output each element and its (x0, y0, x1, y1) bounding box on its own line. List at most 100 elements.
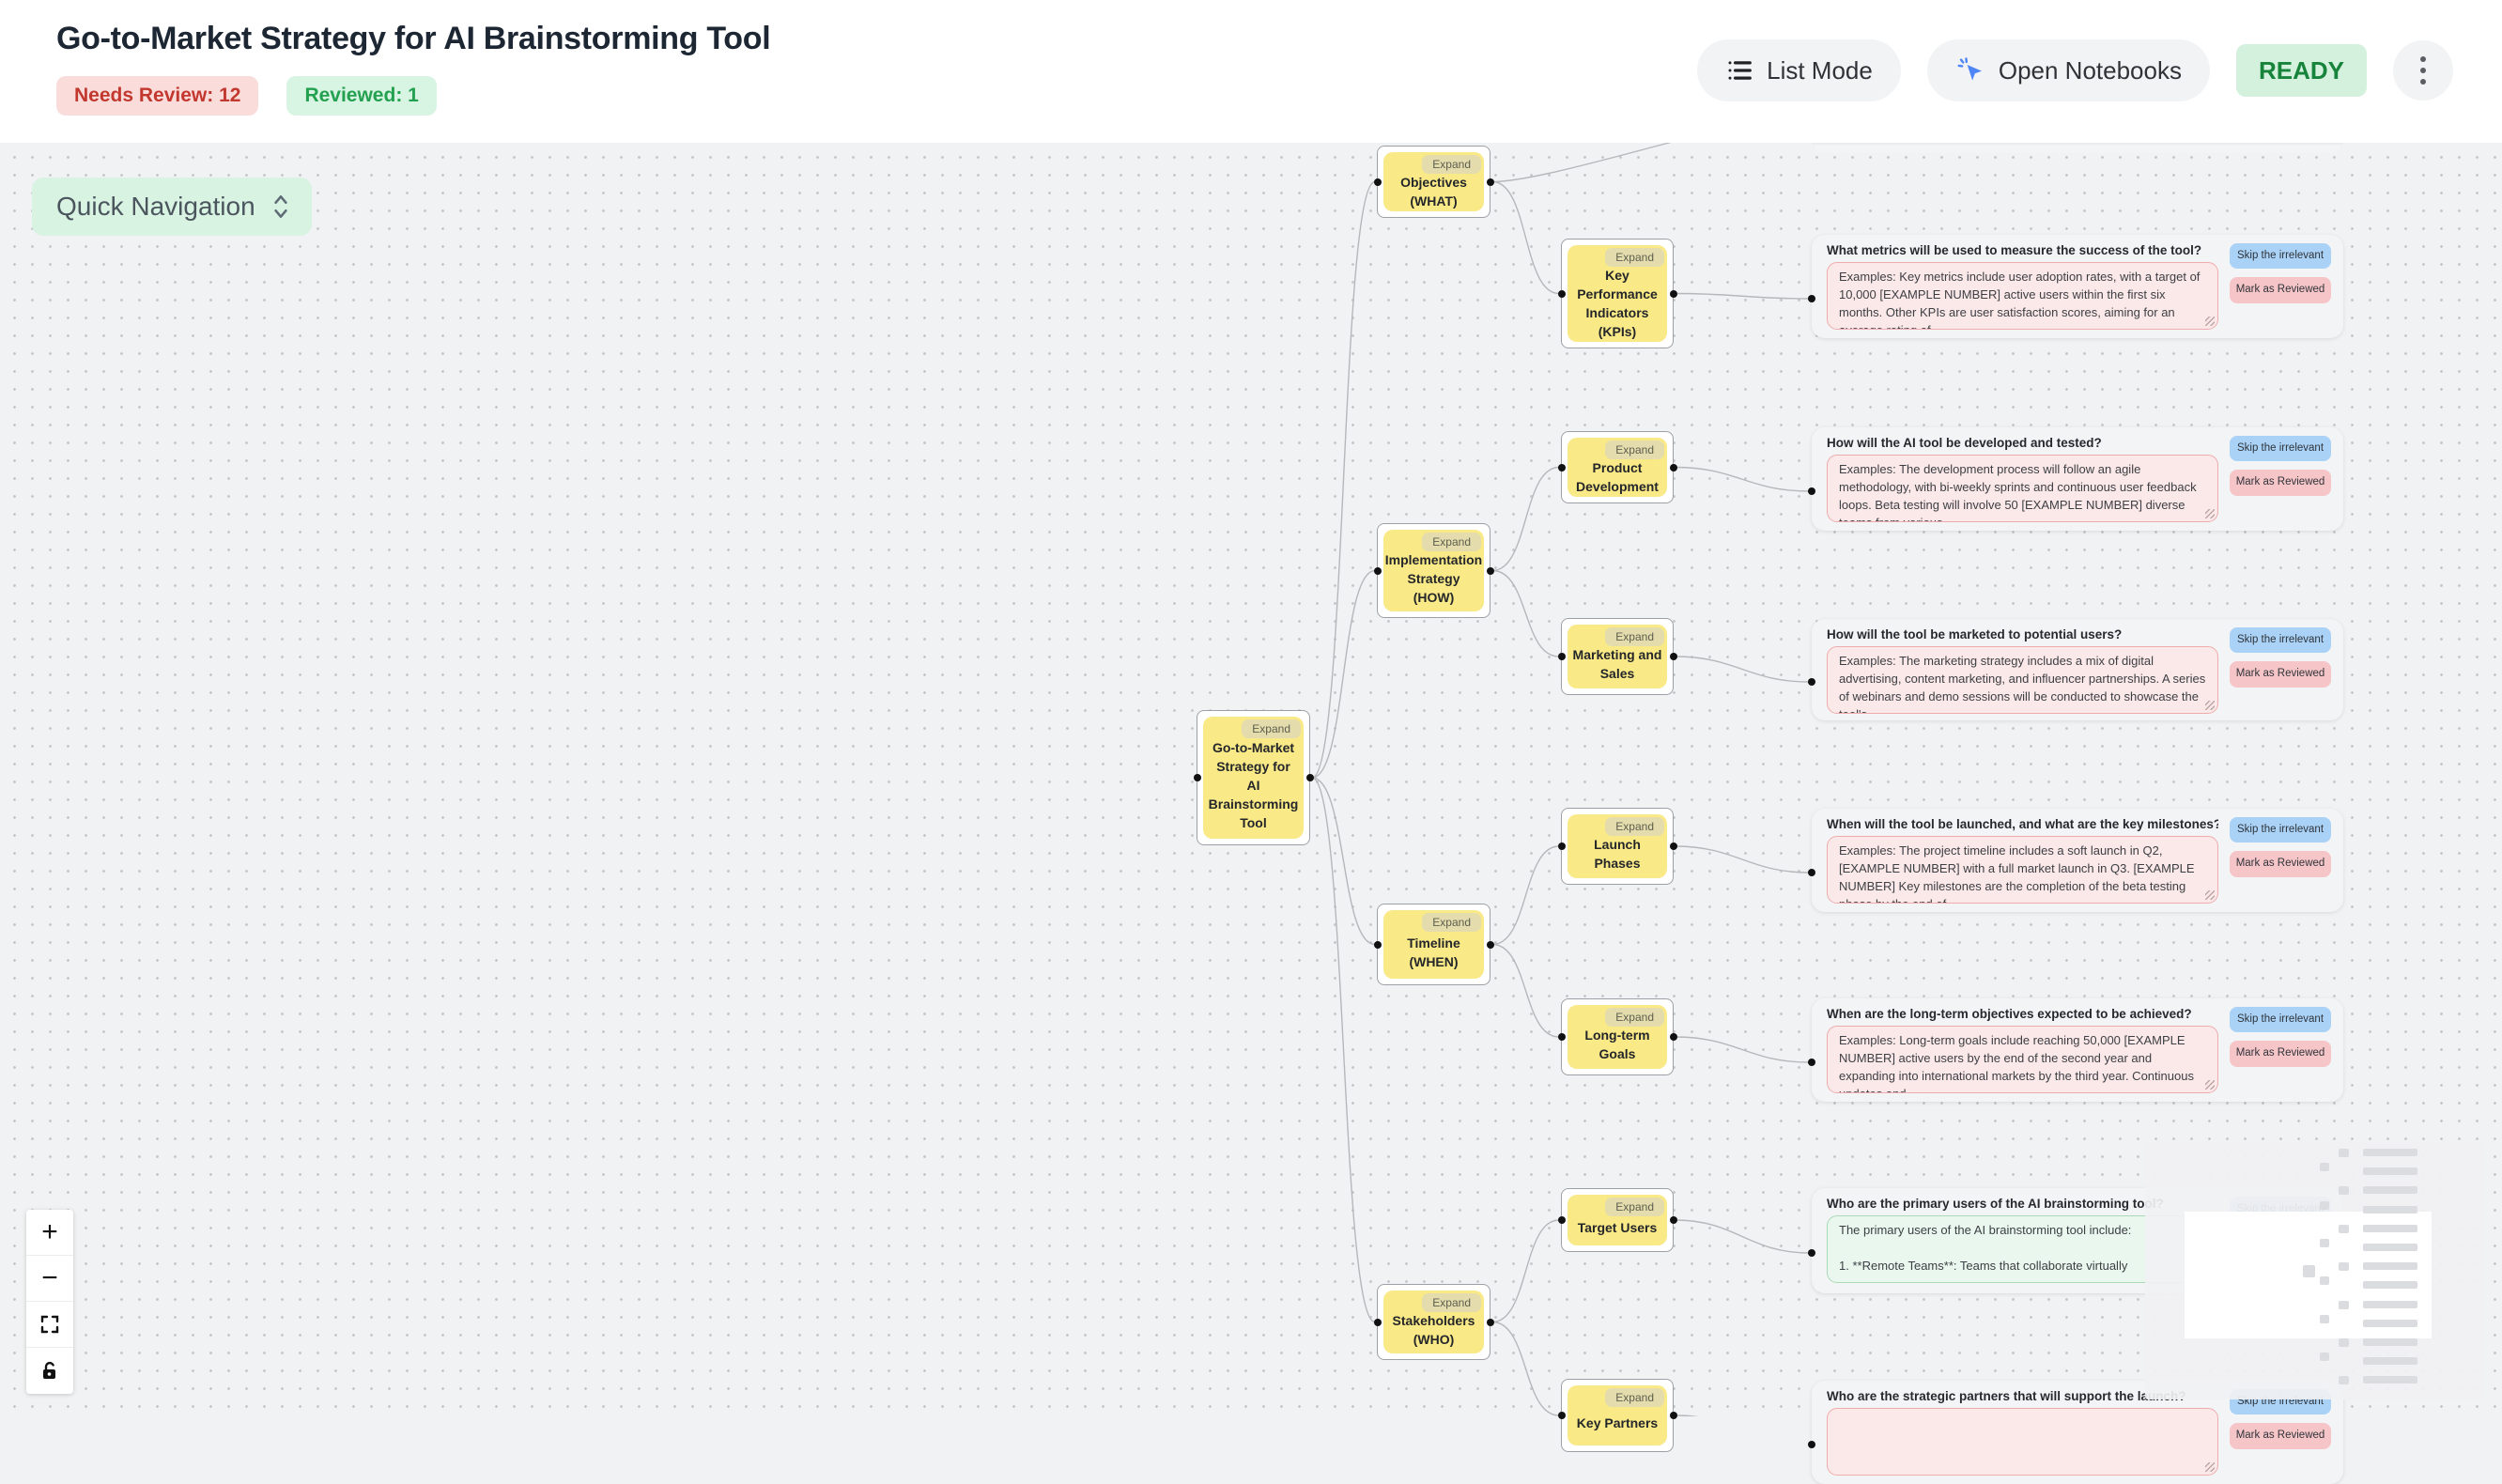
minimap-node-mark (2363, 1357, 2417, 1365)
minimap-node-mark (2363, 1301, 2417, 1308)
node-body: Expand Long-term Goals (1568, 1005, 1667, 1069)
node-body: Expand Go-to-Market Strategy for AI Brai… (1203, 717, 1304, 839)
list-mode-button[interactable]: List Mode (1697, 39, 1901, 101)
node-body: Expand Launch Phases (1568, 814, 1667, 878)
unlock-icon (39, 1360, 61, 1383)
mark-reviewed-button[interactable]: Mark as Reviewed (2230, 1423, 2331, 1448)
mindmap-node-partners[interactable]: Expand Key Partners (1561, 1379, 1674, 1452)
skip-irrelevant-button[interactable]: Skip the irrelevant (2230, 436, 2331, 461)
node-label: Marketing and Sales (1568, 646, 1667, 688)
minimap-node-mark (2339, 1376, 2349, 1384)
mark-reviewed-button[interactable]: Mark as Reviewed (2230, 277, 2331, 302)
mindmap-node-marketing[interactable]: Expand Marketing and Sales (1561, 618, 1674, 695)
chevron-up-down-icon (270, 193, 291, 221)
minimap-node-mark (2363, 1376, 2417, 1384)
node-label: Stakeholders (WHO) (1383, 1312, 1484, 1353)
minimap-node-mark (2363, 1186, 2417, 1194)
mark-reviewed-button[interactable]: Mark as Reviewed (2230, 470, 2331, 495)
minimap-node-mark (2320, 1201, 2329, 1210)
question-card-product: How will the AI tool be developed and te… (1812, 427, 2343, 531)
question-text: How will the tool be marketed to potenti… (1827, 627, 2218, 642)
answer-textarea[interactable]: Examples: The marketing strategy include… (1827, 646, 2218, 714)
expand-button[interactable]: Expand (1422, 533, 1481, 551)
mark-reviewed-button[interactable]: Mark as Reviewed (2230, 851, 2331, 876)
answer-textarea[interactable] (1827, 1408, 2218, 1476)
skip-irrelevant-button[interactable]: Skip the irrelevant (2230, 817, 2331, 842)
skip-irrelevant-button[interactable]: Skip the irrelevant (2230, 243, 2331, 269)
node-body: Expand Target Users (1568, 1195, 1667, 1245)
node-label: Go-to-Market Strategy for AI Brainstormi… (1203, 738, 1304, 839)
minimap-node-mark (2339, 1338, 2349, 1347)
mindmap-node-implementation[interactable]: Expand Implementation Strategy (HOW) (1377, 523, 1490, 618)
question-card-marketing: How will the tool be marketed to potenti… (1812, 619, 2343, 720)
node-label: Target Users (1568, 1216, 1667, 1245)
node-label: Implementation Strategy (HOW) (1383, 551, 1484, 611)
kebab-icon (2420, 56, 2426, 85)
expand-button[interactable]: Expand (1605, 441, 1664, 459)
mindmap-node-launch[interactable]: Expand Launch Phases (1561, 808, 1674, 885)
node-label: Key Partners (1568, 1407, 1667, 1445)
mindmap-node-objectives[interactable]: Expand Objectives (WHAT) (1377, 146, 1490, 218)
answer-textarea[interactable]: Examples: Key metrics include user adopt… (1827, 262, 2218, 330)
minimap-node-mark (2363, 1244, 2417, 1251)
zoom-in-button[interactable]: + (26, 1210, 73, 1256)
node-body: Expand Implementation Strategy (HOW) (1383, 530, 1484, 611)
mark-reviewed-button[interactable]: Mark as Reviewed (2230, 661, 2331, 687)
mindmap-node-timeline[interactable]: Expand Timeline (WHEN) (1377, 904, 1490, 985)
node-body: Expand Key Partners (1568, 1385, 1667, 1445)
expand-button[interactable]: Expand (1605, 1388, 1664, 1407)
minimap-node-mark (2339, 1301, 2349, 1309)
kebab-menu-button[interactable] (2393, 40, 2453, 100)
minimap-node-mark (2320, 1163, 2329, 1171)
minimap-node-mark (2363, 1206, 2417, 1213)
node-body: Expand Product Development (1568, 438, 1667, 497)
expand-button[interactable]: Expand (1422, 913, 1481, 932)
minimap-root-mark (2303, 1265, 2315, 1277)
minimap-node-mark (2320, 1239, 2329, 1247)
minimap-node-mark (2320, 1315, 2329, 1323)
answer-textarea[interactable]: Examples: The development process will f… (1827, 455, 2218, 522)
minimap-node-mark (2363, 1225, 2417, 1232)
zoom-out-button[interactable]: − (26, 1256, 73, 1302)
minimap-node-mark (2363, 1320, 2417, 1327)
skip-irrelevant-button[interactable]: Skip the irrelevant (2230, 627, 2331, 653)
node-body: Expand Stakeholders (WHO) (1383, 1291, 1484, 1353)
mindmap-canvas[interactable]: What metrics will be used to measure the… (0, 0, 2502, 1416)
node-label: Timeline (WHEN) (1383, 932, 1484, 979)
answer-textarea[interactable]: Examples: The project timeline includes … (1827, 836, 2218, 904)
fullscreen-button[interactable] (26, 1302, 73, 1348)
minimap-node-mark (2339, 1186, 2349, 1195)
expand-button[interactable]: Expand (1605, 248, 1664, 267)
mindmap-node-product[interactable]: Expand Product Development (1561, 431, 1674, 503)
answer-textarea[interactable]: Examples: Long-term goals include reachi… (1827, 1026, 2218, 1093)
expand-button[interactable]: Expand (1422, 1293, 1481, 1312)
minimap-node-mark (2363, 1281, 2417, 1289)
question-text: What metrics will be used to measure the… (1827, 243, 2218, 257)
expand-button[interactable]: Expand (1422, 155, 1481, 174)
expand-button[interactable]: Expand (1605, 817, 1664, 836)
question-text: When are the long-term objectives expect… (1827, 1007, 2218, 1021)
question-card-kpis: What metrics will be used to measure the… (1812, 235, 2343, 338)
list-icon (1725, 56, 1753, 85)
status-badge: READY (2236, 44, 2367, 97)
node-label: Launch Phases (1568, 836, 1667, 878)
minimap-node-mark (2363, 1167, 2417, 1175)
mindmap-node-root[interactable]: Expand Go-to-Market Strategy for AI Brai… (1197, 710, 1310, 845)
expand-button[interactable]: Expand (1605, 627, 1664, 646)
expand-button[interactable]: Expand (1605, 1008, 1664, 1027)
skip-irrelevant-button[interactable]: Skip the irrelevant (2230, 1007, 2331, 1032)
expand-button[interactable]: Expand (1605, 1198, 1664, 1216)
quick-navigation-select[interactable]: Quick Navigation (32, 178, 312, 236)
node-body: Expand Marketing and Sales (1568, 625, 1667, 688)
mindmap-node-target[interactable]: Expand Target Users (1561, 1188, 1674, 1252)
mark-reviewed-button[interactable]: Mark as Reviewed (2230, 1041, 2331, 1066)
lock-button[interactable] (26, 1348, 73, 1394)
fullscreen-icon (39, 1313, 61, 1336)
mindmap-node-kpis[interactable]: Expand Key Performance Indicators (KPIs) (1561, 239, 1674, 348)
minimap[interactable] (2145, 1142, 2483, 1399)
node-label: Objectives (WHAT) (1383, 174, 1484, 211)
mindmap-node-longterm[interactable]: Expand Long-term Goals (1561, 998, 1674, 1075)
expand-button[interactable]: Expand (1242, 719, 1301, 738)
mindmap-node-stakeholders[interactable]: Expand Stakeholders (WHO) (1377, 1284, 1490, 1360)
open-notebooks-button[interactable]: Open Notebooks (1927, 39, 2210, 101)
